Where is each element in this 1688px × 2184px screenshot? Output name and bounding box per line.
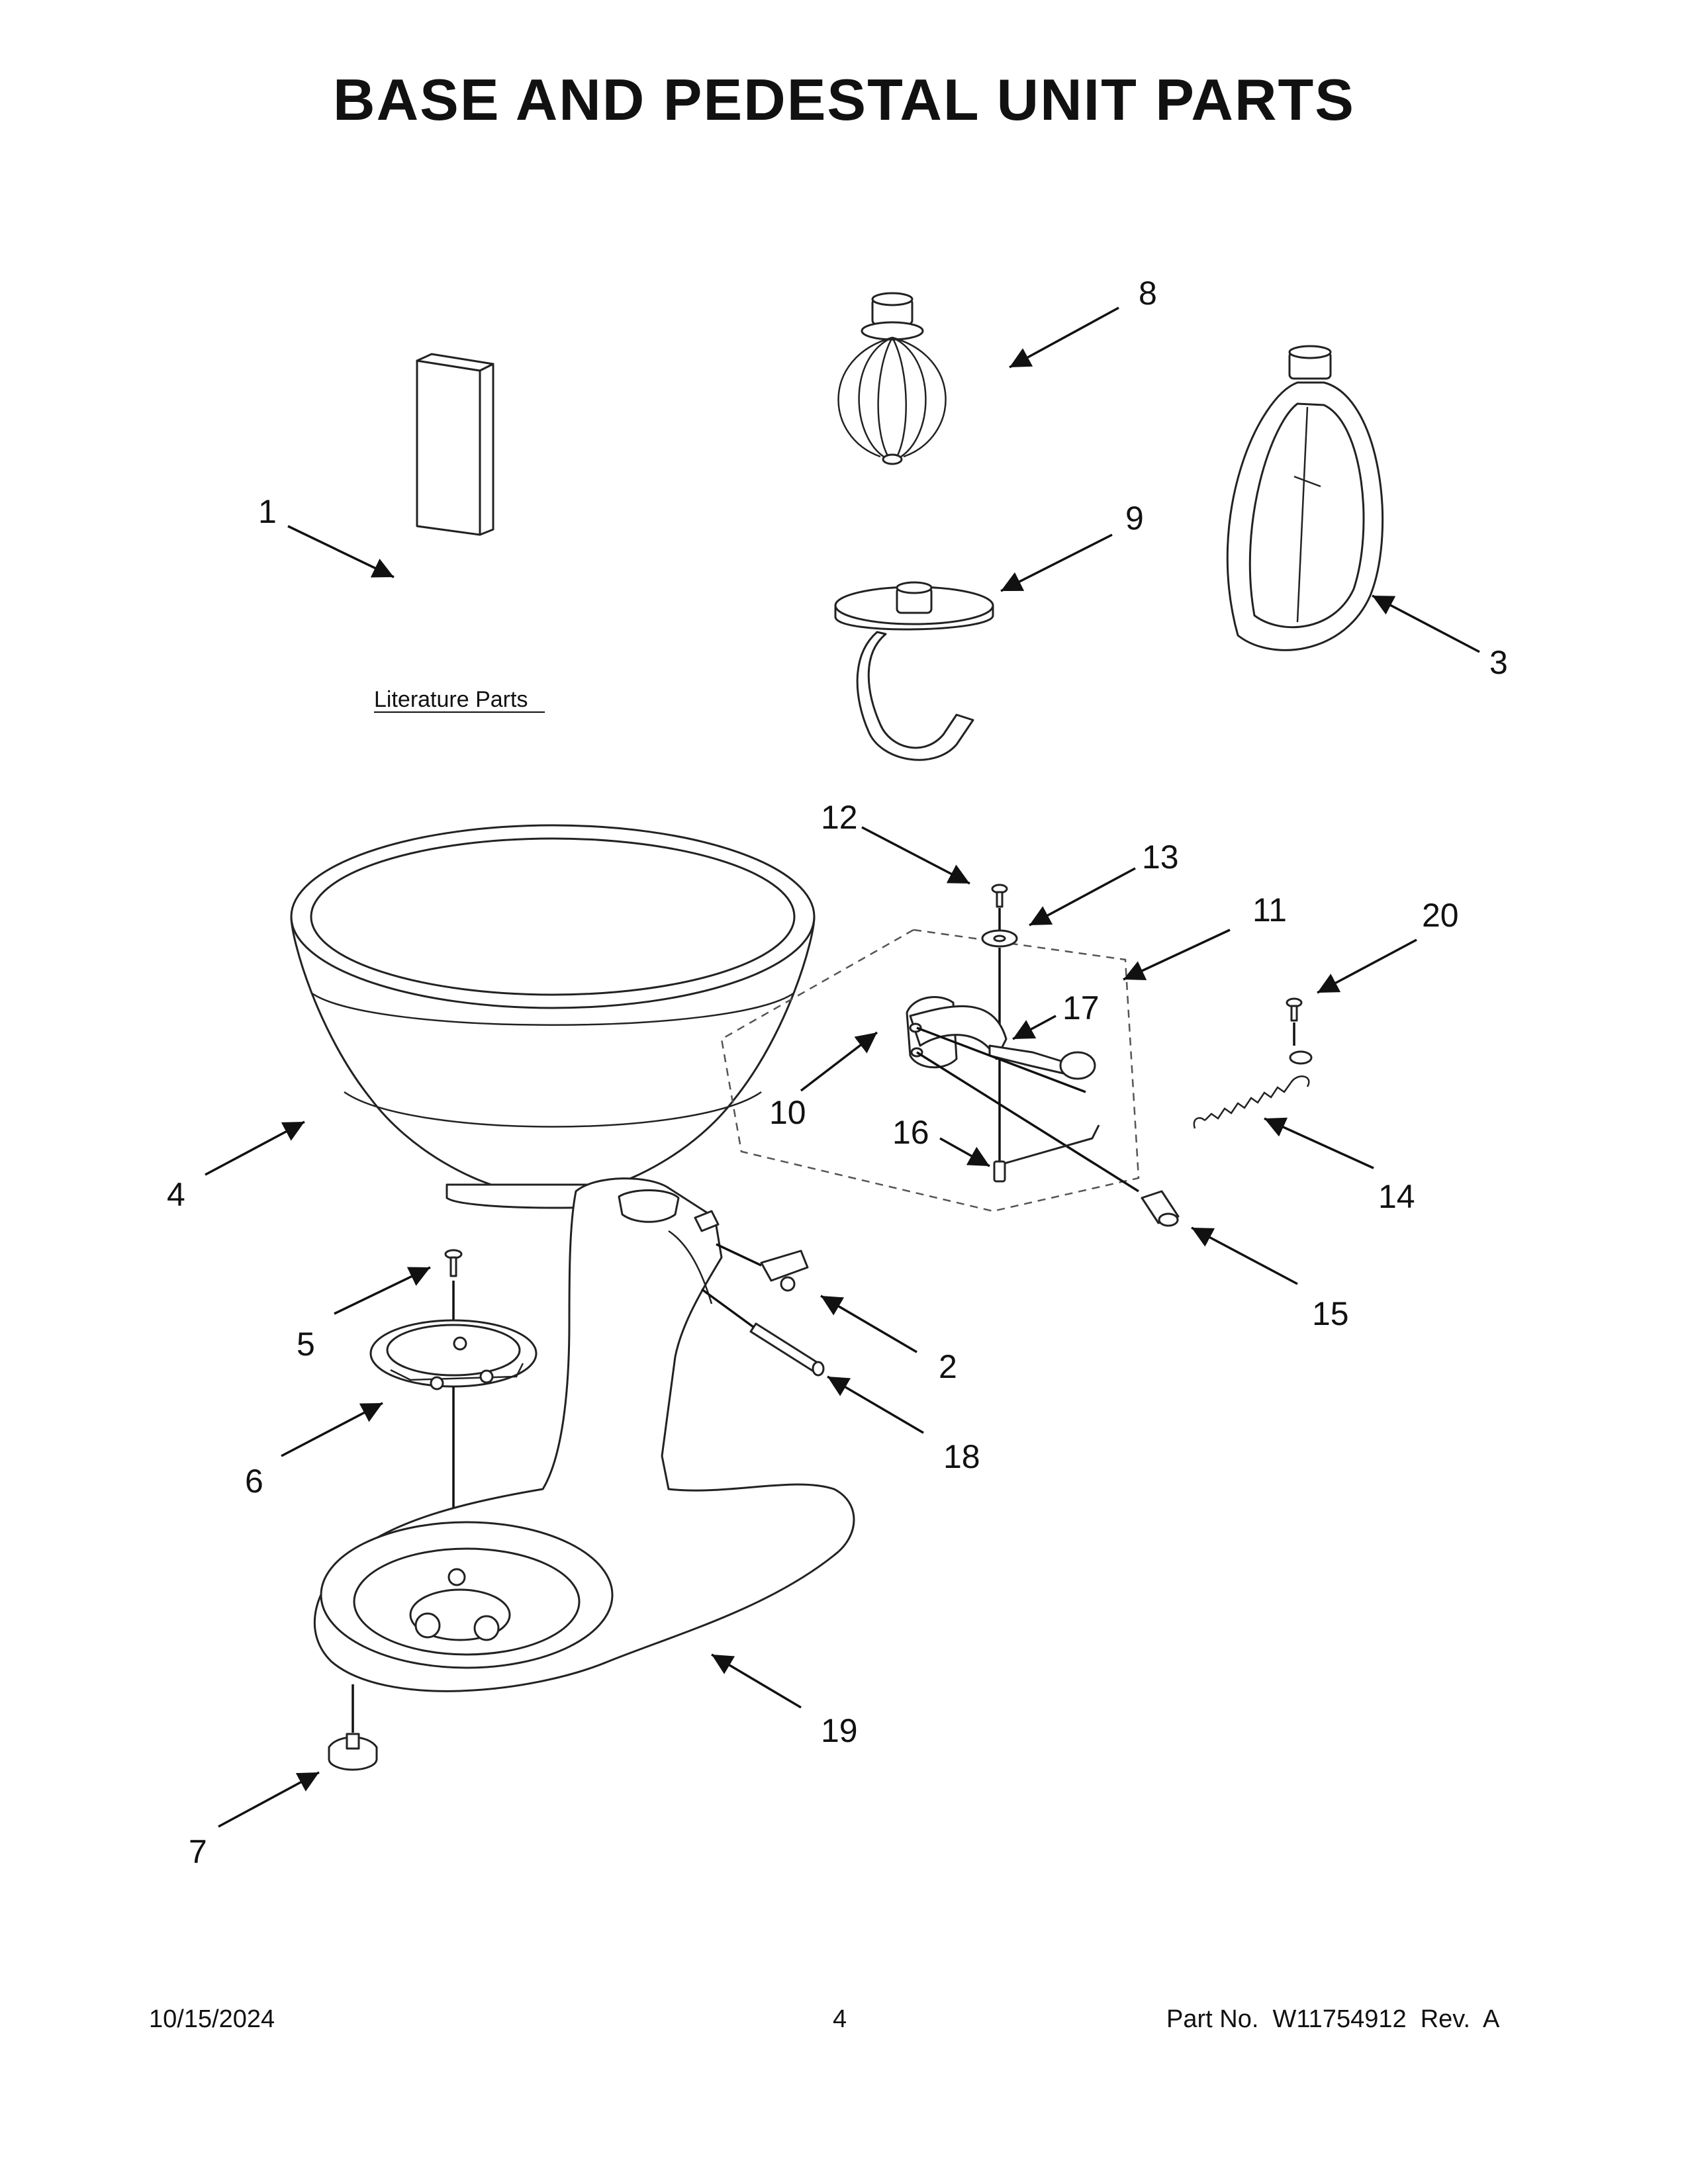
pedestal-base — [313, 1177, 855, 1692]
arrow-10 — [800, 1031, 878, 1092]
callout-9: 9 — [1125, 500, 1144, 537]
callout-4: 4 — [167, 1176, 185, 1213]
callout-numbers: 1 2 3 4 5 6 7 8 9 10 11 12 13 14 15 16 1… — [167, 275, 1508, 1870]
arrow-9 — [1000, 533, 1113, 592]
hinge-bracket — [906, 996, 1008, 1069]
arrow-4 — [205, 1120, 305, 1176]
callout-5: 5 — [297, 1326, 315, 1363]
hinge-rod-upper — [916, 1026, 1086, 1093]
arrow-19 — [711, 1653, 802, 1709]
arrow-6 — [281, 1402, 383, 1457]
callout-16: 16 — [892, 1114, 929, 1151]
callout-19: 19 — [821, 1712, 858, 1749]
literature-parts-label: Literature Parts — [374, 687, 528, 712]
screw-top — [991, 884, 1008, 908]
assembly-line-2 — [716, 1243, 762, 1267]
callout-15: 15 — [1312, 1295, 1349, 1332]
arrow-2 — [820, 1295, 917, 1353]
flat-beater — [1226, 345, 1384, 651]
callout-1: 1 — [258, 493, 277, 530]
rod-end-16 — [993, 1160, 1006, 1183]
arrow-13 — [1029, 867, 1136, 927]
dough-hook — [834, 581, 994, 761]
wire-whip — [837, 292, 947, 465]
arrow-11 — [1123, 929, 1231, 981]
speed-control-lever — [988, 1044, 1096, 1080]
callout-7: 7 — [189, 1833, 207, 1870]
arrow-12 — [861, 826, 970, 885]
footer-page-number: 4 — [833, 2005, 847, 2033]
arrow-15 — [1191, 1226, 1298, 1285]
assembly-line-18 — [700, 1288, 755, 1328]
footer-date: 10/15/2024 — [149, 2005, 275, 2033]
arrow-8 — [1009, 306, 1119, 369]
washer-plate — [981, 929, 1018, 948]
u-bracket-rod — [999, 1124, 1100, 1166]
footer-part-number: Part No. W11754912 Rev. A — [1166, 2005, 1500, 2033]
arrow-20 — [1317, 938, 1417, 994]
callout-11: 11 — [1252, 891, 1287, 929]
callout-arrows — [205, 306, 1480, 1828]
callout-20: 20 — [1422, 897, 1459, 934]
tilt-lock-lever — [760, 1250, 809, 1292]
tension-spring — [1193, 1050, 1313, 1129]
callout-3: 3 — [1489, 644, 1508, 681]
callout-12: 12 — [821, 799, 858, 836]
mixing-bowl — [290, 824, 816, 1209]
callout-14: 14 — [1378, 1178, 1415, 1215]
hinge-pin — [749, 1322, 825, 1377]
callout-10: 10 — [769, 1094, 806, 1131]
arrow-17 — [1012, 1015, 1056, 1040]
callout-8: 8 — [1139, 275, 1157, 312]
rubber-foot — [328, 1733, 378, 1771]
arrow-16 — [939, 1137, 990, 1167]
hinge-rod-lower — [916, 1051, 1139, 1193]
screw-spring — [1286, 997, 1303, 1022]
callout-17: 17 — [1062, 989, 1100, 1026]
callout-13: 13 — [1142, 839, 1179, 876]
screw-bowl-clamp — [444, 1249, 463, 1277]
hinge-assembly-group — [720, 929, 1140, 1212]
arrow-1 — [287, 525, 395, 578]
bowl-clamping-plate — [369, 1319, 538, 1390]
pin-sleeve — [1141, 1190, 1180, 1227]
arrow-18 — [827, 1375, 924, 1434]
arrow-7 — [218, 1771, 320, 1828]
arrow-14 — [1264, 1117, 1374, 1169]
callout-6: 6 — [245, 1463, 263, 1500]
callout-2: 2 — [939, 1348, 957, 1385]
arrow-3 — [1372, 594, 1480, 653]
arrow-5 — [334, 1266, 431, 1315]
page-title: BASE AND PEDESTAL UNIT PARTS — [333, 67, 1355, 132]
literature-booklet — [416, 353, 494, 536]
callout-18: 18 — [943, 1438, 980, 1475]
